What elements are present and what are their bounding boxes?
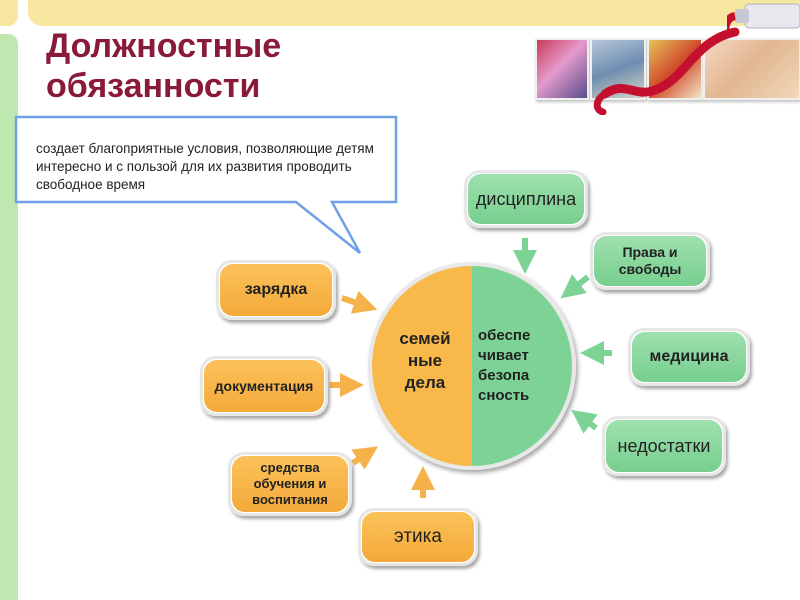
pill-shortcomings[interactable]: недостатки — [602, 416, 726, 476]
paint-tube-icon — [727, 3, 800, 36]
slide-title: Должностные обязанности — [46, 27, 282, 105]
photo-thumbnail — [535, 38, 589, 100]
pill-discipline[interactable]: дисциплина — [464, 170, 588, 228]
pill-ethics-label: этика — [362, 512, 474, 562]
circle-right-label: обеспе чивает безопа сность — [478, 327, 531, 404]
pill-exercise-label: зарядка — [220, 264, 332, 316]
paint-splash-decor — [593, 27, 740, 115]
top-decor-bar — [28, 0, 800, 26]
circle-right-half — [472, 266, 572, 466]
callout-text: создает благоприятные условия, позволяющ… — [36, 141, 374, 192]
pill-medicine-label: медицина — [632, 332, 746, 382]
pill-means-label: средства обучения и воспитания — [232, 456, 348, 512]
pill-medicine[interactable]: медицина — [628, 328, 750, 386]
central-circle — [368, 262, 576, 470]
circle-left-half — [372, 266, 472, 466]
pill-shortcomings-label: недостатки — [606, 420, 722, 472]
pill-rights[interactable]: Права и свободы — [590, 232, 710, 290]
left-decor-bar-green — [0, 34, 18, 600]
circle-left-label: семей ные дела — [399, 329, 451, 392]
pill-exercise[interactable]: зарядка — [216, 260, 336, 320]
pill-means[interactable]: средства обучения и воспитания — [228, 452, 352, 516]
callout-bubble — [14, 115, 398, 254]
pill-ethics[interactable]: этика — [358, 508, 478, 566]
pill-documentation-label: документация — [204, 360, 324, 412]
pill-discipline-label: дисциплина — [468, 174, 584, 224]
pill-documentation[interactable]: документация — [200, 356, 328, 416]
arrow-from-shortcomings — [571, 409, 598, 434]
pill-rights-label: Права и свободы — [594, 236, 706, 286]
left-decor-bar-yellow — [0, 0, 18, 26]
